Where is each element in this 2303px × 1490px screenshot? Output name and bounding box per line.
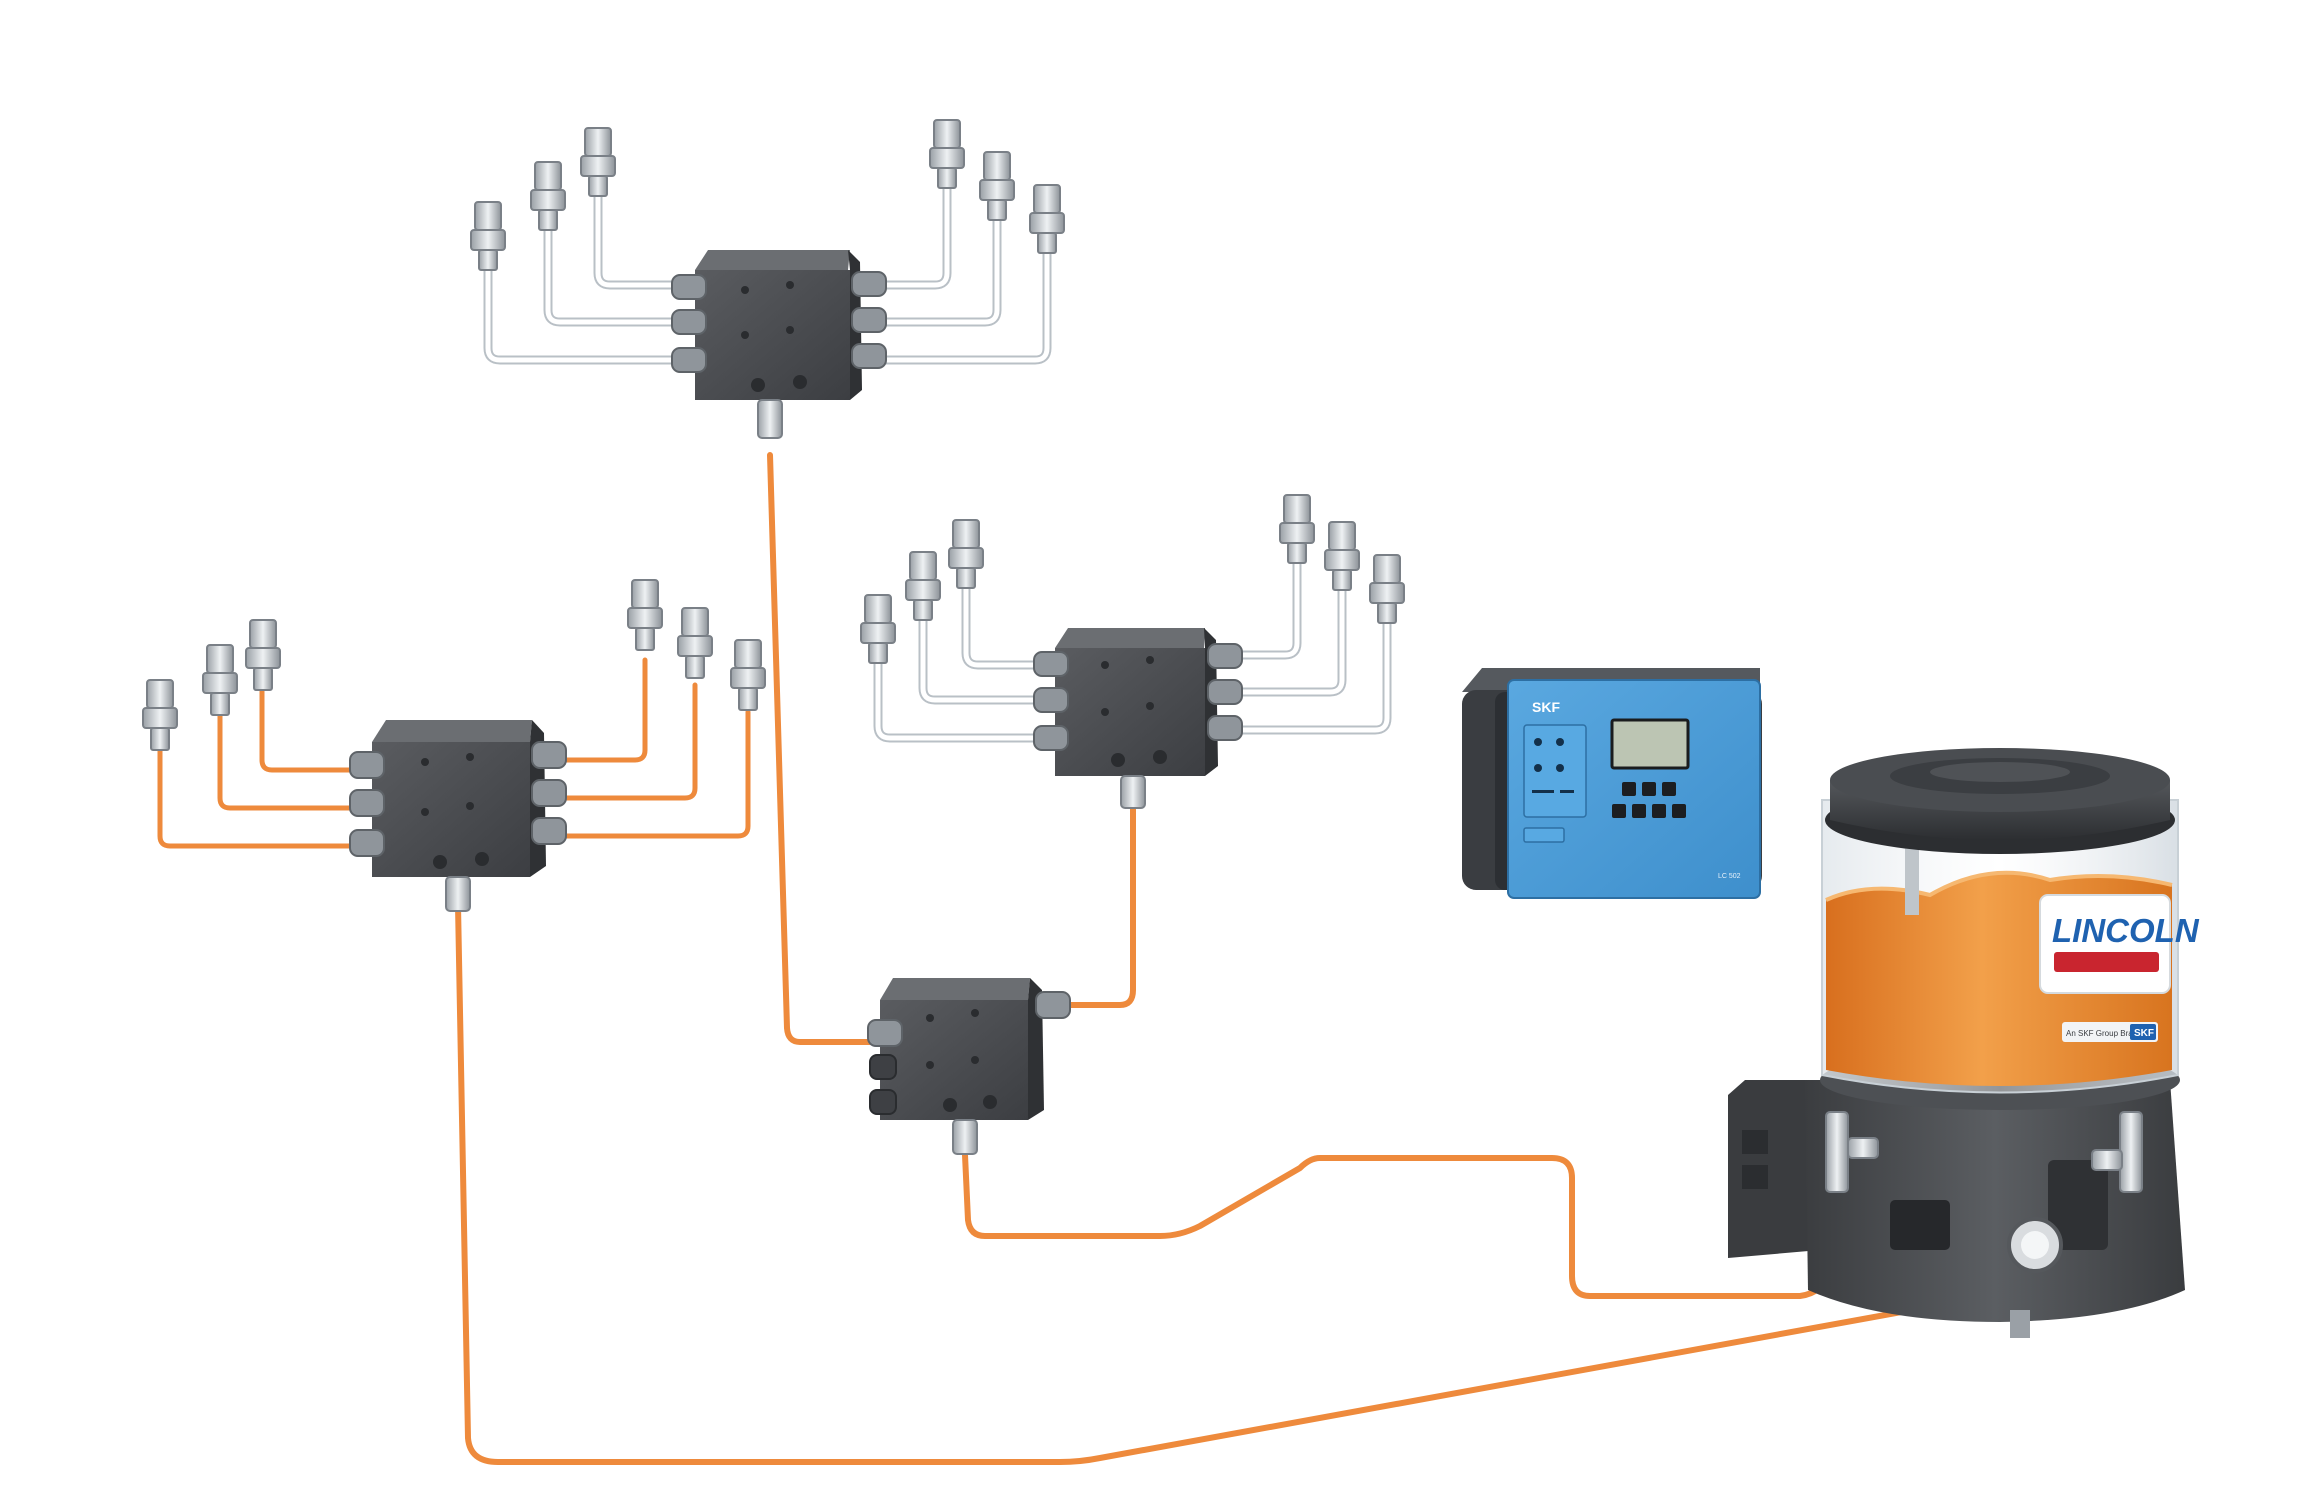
fitting-icon: [677, 607, 713, 679]
keypad-key-up[interactable]: [1642, 782, 1656, 796]
svg-text:SKF: SKF: [2134, 1028, 2154, 1039]
pump-outlet-2: [2091, 1111, 2143, 1193]
fitting-icon: [929, 119, 965, 189]
controller-status-icons: [1532, 738, 1574, 793]
fitting-icon: [979, 151, 1015, 221]
skf-group-badge: An SKF Group Brand SKF: [2062, 1022, 2158, 1042]
controller-display: [1610, 718, 1690, 770]
keypad-key-right[interactable]: [1672, 804, 1686, 818]
keypad-key-left[interactable]: [1612, 804, 1626, 818]
fitting-icon: [530, 161, 566, 231]
divider-block-middle: [1033, 628, 1243, 809]
keypad-key-ok[interactable]: [1632, 804, 1646, 818]
fitting-icon: [730, 639, 766, 711]
svg-text:An SKF Group Brand: An SKF Group Brand: [2066, 1029, 2142, 1038]
pump-outlet-1: [1825, 1111, 1879, 1193]
fitting-icon: [142, 679, 178, 751]
controller-panel-tag: LC 502: [1718, 873, 1741, 880]
clock-icon: [1534, 738, 1542, 746]
top-divider-feed-lines: [483, 155, 1052, 365]
fitting-icon: [905, 551, 941, 621]
fitting-icon: [1279, 494, 1315, 564]
lube-point-fittings: [142, 119, 1405, 751]
fitting-icon: [948, 519, 984, 589]
pause-icon: [1556, 738, 1564, 746]
lube-line-secondary-to-middle-divider: [1067, 787, 1136, 1008]
controller-logo: SKF: [1532, 699, 1560, 715]
wrench-icon: [1534, 764, 1542, 772]
reset-icon: [1556, 764, 1564, 772]
fitting-icon: [580, 127, 616, 197]
lincoln-logo: LINCOLN: [2039, 894, 2200, 994]
divider-block-top: [671, 250, 887, 439]
fitting-icon: [245, 619, 281, 691]
fitting-icon: [1324, 521, 1360, 591]
keypad-key-down[interactable]: [1652, 804, 1666, 818]
controller-keypad: [1612, 782, 1686, 818]
fitting-icon: [860, 594, 896, 664]
lube-line-secondary-to-top-divider: [767, 452, 888, 1045]
divider-block-left: [349, 720, 567, 912]
fitting-icon: [470, 201, 506, 271]
keypad-key[interactable]: [1662, 782, 1676, 796]
middle-divider-feed-lines: [873, 535, 1392, 743]
controller-unit: SKF LC 502: [1462, 668, 1762, 899]
fitting-icon: [1029, 184, 1065, 254]
lube-line-pump-to-secondary-divider: [962, 1152, 1845, 1299]
pump-unit: LINCOLN An SKF Group Brand SKF: [1728, 748, 2200, 1338]
fitting-icon: [627, 579, 663, 651]
keypad-key[interactable]: [1622, 782, 1636, 796]
svg-text:LINCOLN: LINCOLN: [2052, 912, 2200, 949]
divider-block-secondary: [867, 978, 1071, 1155]
fitting-icon: [202, 644, 238, 716]
left-divider-feed-lines: [157, 657, 751, 849]
fitting-icon: [1369, 554, 1405, 624]
